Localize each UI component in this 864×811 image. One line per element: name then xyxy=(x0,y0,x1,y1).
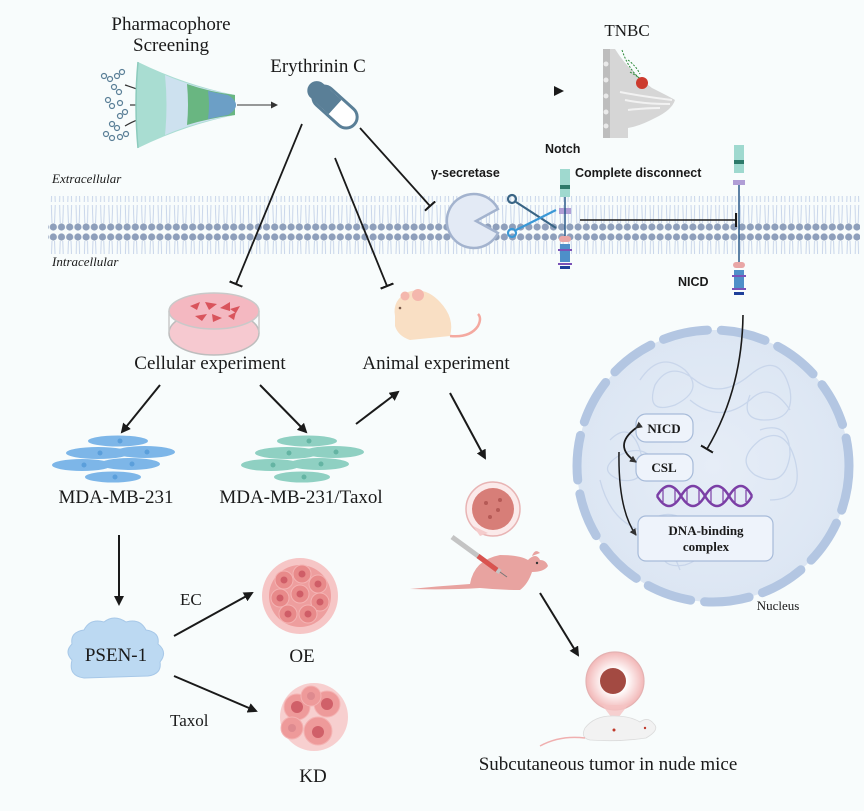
psen1-label: PSEN-1 xyxy=(85,645,147,666)
nicd-to-nucleus-inhibition xyxy=(707,314,744,449)
mouse-icon xyxy=(394,289,482,340)
xenograft-label: Subcutaneous tumor in nude mice xyxy=(479,754,738,775)
nuclear-envelope xyxy=(572,325,854,607)
notch-label: Notch xyxy=(545,142,580,156)
nucleus-label: Nucleus xyxy=(757,598,800,613)
nicd-label: NICD xyxy=(678,275,709,289)
taxol-to-animal-arrow xyxy=(355,390,400,425)
screening-group: Pharmacophore Screening xyxy=(100,14,278,149)
tnbc-label: TNBC xyxy=(604,21,649,40)
injection-group xyxy=(410,481,580,657)
screening-label-line2: Screening xyxy=(133,35,209,56)
nucleus-csl-label: CSL xyxy=(651,460,677,475)
csl-box xyxy=(635,453,694,482)
taxol-label: Taxol xyxy=(170,711,209,730)
oe-tumor-cluster-icon xyxy=(262,558,338,634)
extracellular-label: Extracellular xyxy=(51,171,122,186)
injection-to-tumor-arrow xyxy=(539,592,580,657)
breast-tumor-icon xyxy=(603,49,675,138)
psen-to-oe-arrow xyxy=(173,592,254,637)
secretase-group: γ-secretase xyxy=(431,166,557,250)
nicd-csl-bidirectional-arrow xyxy=(623,421,643,463)
ec-label: EC xyxy=(180,590,202,609)
receptor-icon xyxy=(558,169,572,269)
kd-tumor-cluster-icon xyxy=(280,683,348,751)
psen1-group: PSEN-1 EC Taxol xyxy=(67,590,258,730)
to-dna-complex-arrow xyxy=(618,451,637,536)
oe-label: OE xyxy=(289,646,314,667)
mda-mb-231-taxol-group: MDA-MB-231/Taxol xyxy=(219,435,383,508)
mda-mb-231-group: MDA-MB-231 xyxy=(52,435,175,508)
psen-to-kd-arrow xyxy=(173,675,258,713)
receptor-icon-cleaved xyxy=(732,145,746,295)
screening-label-line1: Pharmacophore xyxy=(111,14,230,35)
tnbc-group: TNBC xyxy=(603,21,675,138)
secretase-label: γ-secretase xyxy=(431,166,500,180)
dna-complex-label-line1: DNA-binding xyxy=(668,523,744,538)
notch-receptor-cleaved: NICD xyxy=(678,145,746,295)
tumor-mouse-icon xyxy=(539,651,657,747)
inhibit-cellular-line xyxy=(236,123,303,284)
animal-experiment-label: Animal experiment xyxy=(362,353,510,374)
scissors-icon xyxy=(506,193,557,239)
pacman-enzyme-icon xyxy=(445,192,500,250)
inhibit-secretase-line xyxy=(359,127,430,206)
nucleus-group: NICD CSL DNA-binding complex Nucleus xyxy=(572,314,854,613)
kd-label: KD xyxy=(299,766,326,787)
cleavage-label: Complete disconnect xyxy=(575,166,702,180)
cellular-experiment-label: Cellular experiment xyxy=(134,353,286,374)
kd-group: KD xyxy=(280,683,348,787)
compound-inhibition-lines xyxy=(236,123,430,286)
oe-group: OE xyxy=(262,558,338,667)
molecule-icons xyxy=(100,68,130,142)
dna-complex-box xyxy=(637,515,774,562)
petri-dish-icon xyxy=(168,292,260,356)
dna-helix-icon xyxy=(655,484,754,508)
inhibit-animal-line xyxy=(334,157,387,286)
capsule-icon xyxy=(307,81,359,130)
tumor-mouse-group: Subcutaneous tumor in nude mice xyxy=(479,651,738,775)
cellular-to-mda-arrow xyxy=(120,384,161,434)
animal-experiment-group: Animal experiment xyxy=(362,289,510,374)
cellular-experiment-group: Cellular experiment xyxy=(134,292,286,374)
mda-mb-231-taxol-label: MDA-MB-231/Taxol xyxy=(219,487,382,508)
intracellular-label: Intracellular xyxy=(51,254,119,269)
dna-complex-label-line2: complex xyxy=(683,539,730,554)
compound-group: Erythrinin C xyxy=(270,56,564,130)
funnel-icon xyxy=(135,61,236,149)
cell-cluster-icon-taxol xyxy=(241,435,364,483)
cell-cluster-icon xyxy=(52,435,175,483)
mda-mb-231-label: MDA-MB-231 xyxy=(58,487,173,508)
syringe-mouse-icon xyxy=(410,481,548,590)
compound-label: Erythrinin C xyxy=(270,56,366,77)
cellular-to-taxol-arrow xyxy=(259,384,308,434)
notch-receptor-full: Notch Complete disconnect xyxy=(545,142,736,269)
experiment-arrows xyxy=(120,384,486,460)
psen1-cloud-icon xyxy=(67,617,164,679)
animal-to-injection-arrow xyxy=(449,392,486,460)
nucleus-nicd-label: NICD xyxy=(647,421,680,436)
